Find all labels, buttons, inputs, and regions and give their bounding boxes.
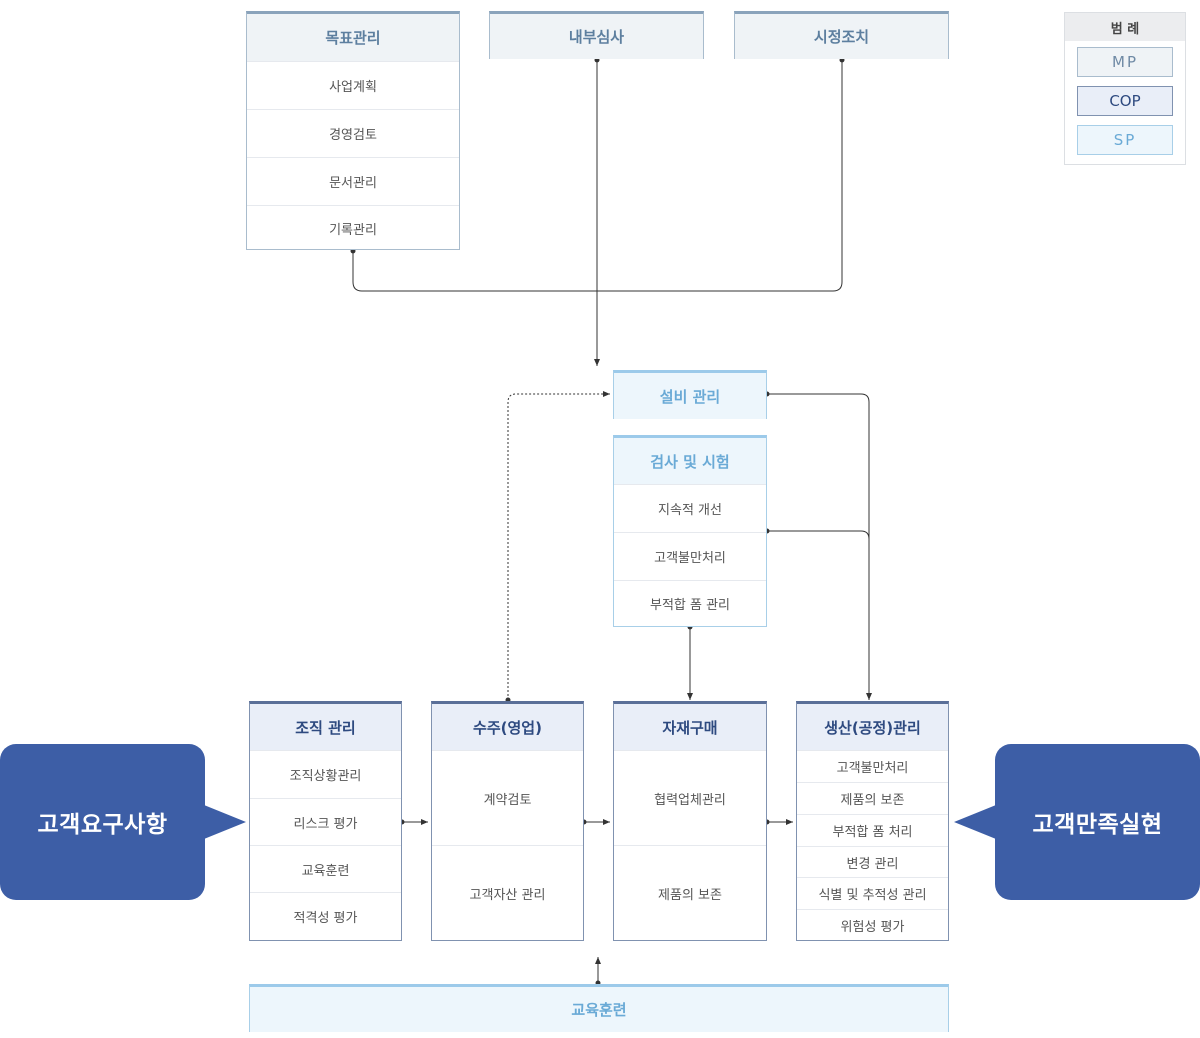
- inspection-item-nonconforming: 부적합 폼 관리: [614, 580, 766, 625]
- training-box: 교육훈련: [249, 984, 949, 1032]
- organization-management-title: 조직 관리: [250, 704, 401, 750]
- goal-item-record-control: 기록관리: [247, 205, 459, 250]
- goal-item-business-plan: 사업계획: [247, 61, 459, 109]
- order-sales-box: 수주(영업) 계약검토 고객자산 관리: [431, 701, 584, 941]
- customer-requirements-label: 고객요구사항: [37, 812, 168, 838]
- organization-management-box: 조직 관리 조직상황관리 리스크 평가 교육훈련 적격성 평가: [249, 701, 402, 941]
- production-item-change: 변경 관리: [797, 846, 948, 877]
- internal-audit-box: 내부심사: [489, 11, 704, 59]
- org-item-competence: 적격성 평가: [250, 892, 401, 940]
- training-title: 교육훈련: [250, 987, 948, 1032]
- legend-item-sp: SP: [1077, 125, 1173, 155]
- inspection-test-title: 검사 및 시험: [614, 438, 766, 484]
- order-item-customer-property: 고객자산 관리: [432, 845, 583, 940]
- customer-satisfaction-label: 고객만족실현: [1032, 812, 1163, 838]
- inspection-test-box: 검사 및 시험 지속적 개선 고객불만처리 부적합 폼 관리: [613, 435, 767, 627]
- corrective-action-box: 시정조치: [734, 11, 949, 59]
- corrective-action-title: 시정조치: [735, 14, 948, 59]
- legend-title: 범 례: [1065, 13, 1185, 41]
- goal-management-box: 목표관리 사업계획 경영검토 문서관리 기록관리: [246, 11, 460, 250]
- purchase-item-preservation: 제품의 보존: [614, 845, 766, 940]
- legend-item-mp: MP: [1077, 47, 1173, 77]
- equipment-management-title: 설비 관리: [614, 373, 766, 419]
- customer-satisfaction-callout: 고객만족실현: [995, 744, 1200, 900]
- line-inspection-production: [767, 530, 870, 540]
- order-item-contract-review: 계약검토: [432, 750, 583, 845]
- org-item-context: 조직상황관리: [250, 750, 401, 798]
- order-sales-title: 수주(영업): [432, 704, 583, 750]
- equipment-management-box: 설비 관리: [613, 370, 767, 419]
- inspection-item-continual-improvement: 지속적 개선: [614, 484, 766, 532]
- goal-management-title: 목표관리: [247, 14, 459, 61]
- production-item-traceability: 식별 및 추적성 관리: [797, 877, 948, 909]
- customer-requirements-pointer: [204, 805, 246, 839]
- customer-satisfaction-pointer: [954, 805, 996, 839]
- material-purchase-title: 자재구매: [614, 704, 766, 750]
- org-item-training: 교육훈련: [250, 845, 401, 892]
- production-item-preservation: 제품의 보존: [797, 782, 948, 814]
- production-management-title: 생산(공정)관리: [797, 704, 948, 750]
- purchase-item-supplier: 협력업체관리: [614, 750, 766, 845]
- legend-item-cop: COP: [1077, 86, 1173, 116]
- production-item-risk: 위험성 평가: [797, 909, 948, 940]
- customer-requirements-callout: 고객요구사항: [0, 744, 205, 900]
- production-management-box: 생산(공정)관리 고객불만처리 제품의 보존 부적합 폼 처리 변경 관리 식별…: [796, 701, 949, 941]
- material-purchase-box: 자재구매 협력업체관리 제품의 보존: [613, 701, 767, 941]
- inspection-item-complaint-handling: 고객불만처리: [614, 532, 766, 580]
- org-item-risk-assessment: 리스크 평가: [250, 798, 401, 845]
- goal-item-management-review: 경영검토: [247, 109, 459, 157]
- line-equipment-production: [767, 393, 872, 700]
- line-order-equipment: [507, 391, 610, 700]
- production-item-nonconforming: 부적합 폼 처리: [797, 814, 948, 846]
- goal-item-document-control: 문서관리: [247, 157, 459, 205]
- internal-audit-title: 내부심사: [490, 14, 703, 59]
- legend: 범 례 MP COP SP: [1064, 12, 1186, 165]
- production-item-complaint: 고객불만처리: [797, 750, 948, 782]
